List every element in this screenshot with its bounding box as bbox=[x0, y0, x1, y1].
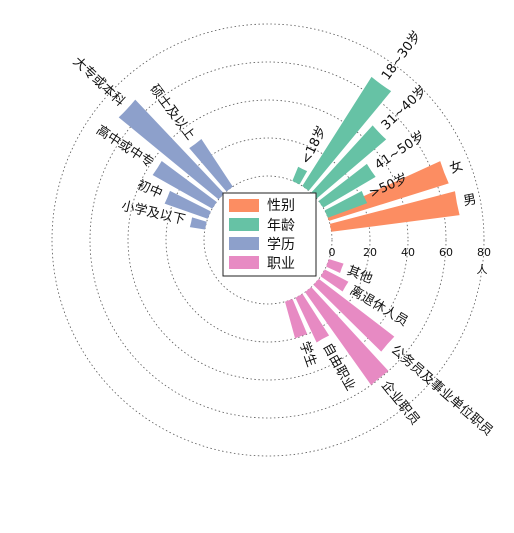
radial-tick-label: 0 bbox=[329, 246, 336, 259]
bar-gender bbox=[329, 191, 460, 232]
bar-education bbox=[118, 99, 225, 200]
bars bbox=[118, 76, 460, 386]
category-label: 其他 bbox=[345, 264, 375, 287]
radial-axis-ticks: 人 0 20 40 60 80 bbox=[329, 246, 492, 276]
grid-ring bbox=[51, 23, 485, 457]
bar-occupation bbox=[326, 259, 344, 273]
grid-rings bbox=[51, 23, 485, 457]
legend-label-education: 学历 bbox=[267, 237, 295, 253]
category-label: 18~30岁 bbox=[379, 28, 425, 83]
radial-tick-label: 40 bbox=[401, 246, 415, 259]
bar-education bbox=[164, 190, 211, 219]
legend-swatch-occupation bbox=[229, 256, 259, 269]
category-label: 学生 bbox=[296, 339, 320, 369]
category-label: 大专或本科 bbox=[70, 54, 128, 109]
bar-age bbox=[302, 76, 392, 191]
bar-education bbox=[152, 161, 217, 209]
bar-education bbox=[189, 217, 207, 230]
bar-age bbox=[311, 125, 387, 199]
category-label: 男 bbox=[462, 192, 478, 209]
grid-ring bbox=[165, 137, 371, 343]
legend-label-gender: 性别 bbox=[267, 198, 295, 214]
radial-tick-label: 20 bbox=[363, 246, 377, 259]
grid-ring bbox=[203, 175, 333, 305]
legend-label-occupation: 职业 bbox=[267, 256, 295, 272]
bar-age bbox=[324, 190, 368, 218]
bar-age bbox=[318, 163, 376, 208]
bar-occupation bbox=[313, 278, 395, 352]
bar-occupation bbox=[295, 293, 330, 343]
bar-occupation bbox=[320, 269, 349, 292]
category-label: 初中 bbox=[135, 178, 165, 202]
bar-occupation bbox=[305, 287, 389, 386]
grid-ring bbox=[89, 61, 447, 419]
category-label: 公务员及事业单位职员 bbox=[388, 342, 497, 439]
radial-tick-label: 80 bbox=[477, 246, 491, 259]
category-label: 企业职员 bbox=[378, 378, 423, 428]
legend-label-age: 年龄 bbox=[267, 218, 295, 234]
bar-age bbox=[292, 166, 308, 185]
radial-tick-label: 60 bbox=[439, 246, 453, 259]
bar-occupation bbox=[284, 299, 308, 339]
grid-ring bbox=[127, 99, 409, 381]
legend: 性别 年龄 学历 职业 bbox=[222, 192, 317, 277]
legend-swatch-age bbox=[229, 218, 259, 231]
legend-swatch-gender bbox=[229, 199, 259, 212]
unit-label: 人 bbox=[477, 263, 488, 276]
legend-swatch-education bbox=[229, 237, 259, 250]
category-label: 女 bbox=[447, 157, 465, 177]
bar-education bbox=[189, 138, 233, 192]
